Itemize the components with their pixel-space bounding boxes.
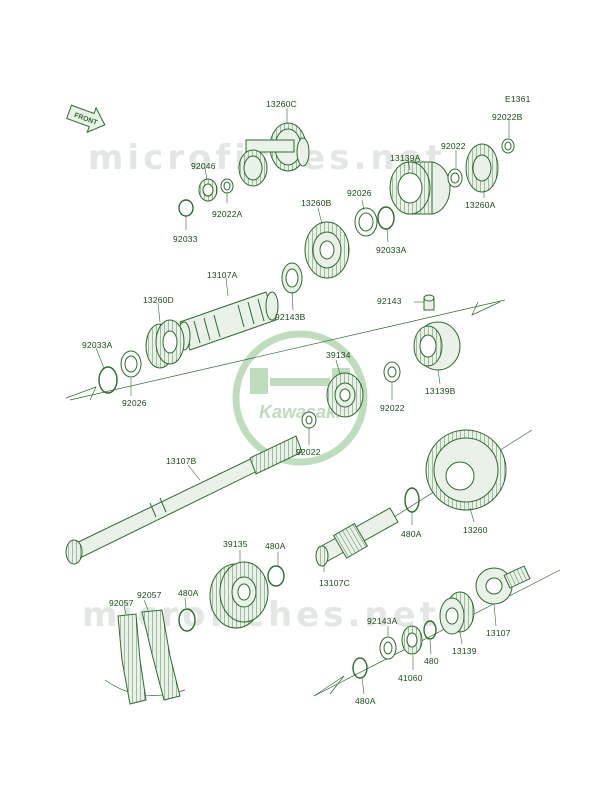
chain-92057-left [117, 613, 147, 705]
circlip-92033a-top [377, 206, 395, 230]
leader-lines [95, 108, 510, 695]
label-480a-right: 480A [401, 529, 422, 539]
label-13139a: 13139A [390, 153, 421, 163]
label-92143: 92143 [377, 296, 402, 306]
label-92022b: 92022B [492, 112, 523, 122]
label-92143a: 92143A [367, 616, 398, 626]
label-41060: 41060 [398, 673, 423, 683]
washer-92143a [379, 636, 397, 660]
circlip-480a-left [178, 608, 196, 632]
circlip-480a-mid [267, 565, 285, 587]
circlip-480 [423, 620, 437, 640]
gear-13139a [389, 161, 451, 215]
label-13107b: 13107B [166, 456, 197, 466]
label-92026-top: 92026 [347, 188, 372, 198]
gear-13260b [304, 221, 350, 279]
circlip-480a-bottom [352, 657, 368, 679]
chain-92057-right [141, 609, 181, 701]
shaft-13107a [177, 291, 279, 351]
label-92022-mid: 92022 [380, 403, 405, 413]
label-92143b: 92143B [275, 312, 306, 322]
bearing-92046 [198, 178, 218, 202]
label-13260d: 13260D [143, 295, 174, 305]
washer-92022b [501, 138, 515, 154]
gear-13260c [238, 122, 310, 187]
kawasaki-logo-text: Kawasaki [259, 402, 342, 422]
label-92022-center: 92022 [296, 447, 321, 457]
label-13107a: 13107A [207, 270, 238, 280]
washer-92022-mid [383, 361, 401, 383]
washer-92026-top [354, 207, 378, 237]
label-92057-left: 92057 [109, 598, 134, 608]
label-480a-left: 480A [178, 588, 199, 598]
label-480: 480 [424, 656, 439, 666]
label-92046: 92046 [191, 161, 216, 171]
shaft-13107c [315, 507, 399, 567]
label-480a-bottom: 480A [355, 696, 376, 706]
gear-13260 [425, 429, 507, 511]
washer-92026-left [120, 350, 142, 378]
label-480a-mid: 480A [265, 541, 286, 551]
gear-13139 [439, 591, 475, 635]
label-13139b: 13139B [425, 386, 456, 396]
label-92033a-left: 92033A [82, 340, 113, 350]
shaft-13107 [475, 565, 531, 605]
front-direction-arrow: FRONT [66, 104, 106, 134]
circlip-480a-right [404, 487, 420, 513]
washer-92022a [220, 178, 234, 194]
label-13260c: 13260C [266, 99, 297, 109]
label-13260b: 13260B [301, 198, 332, 208]
hub-13139b [413, 321, 461, 371]
label-13139: 13139 [452, 646, 477, 656]
diagram-id: E1361 [505, 94, 531, 104]
label-13260a: 13260A [465, 200, 496, 210]
label-92022a: 92022A [212, 209, 243, 219]
washer-92022-top [447, 168, 463, 188]
label-39135: 39135 [223, 539, 248, 549]
collar-92143b [281, 262, 303, 294]
gear-39135 [209, 561, 269, 629]
label-13107c: 13107C [319, 578, 350, 588]
label-39134: 39134 [326, 350, 351, 360]
gear-13260a [465, 143, 499, 193]
bushing-41060 [401, 625, 423, 655]
shaft-13107b [65, 435, 303, 565]
label-92033: 92033 [173, 234, 198, 244]
circlip-92033 [178, 199, 194, 217]
label-92057-right: 92057 [137, 590, 162, 600]
circlip-92033a-left [98, 366, 118, 394]
label-92033a-top: 92033A [376, 245, 407, 255]
washer-92022-center [301, 411, 317, 429]
label-13260: 13260 [463, 525, 488, 535]
label-13107: 13107 [486, 628, 511, 638]
collar-92143 [423, 294, 435, 311]
label-92026-left: 92026 [122, 398, 147, 408]
gear-39134 [326, 372, 364, 418]
label-92022-top: 92022 [441, 141, 466, 151]
gear-13260d [145, 319, 185, 369]
